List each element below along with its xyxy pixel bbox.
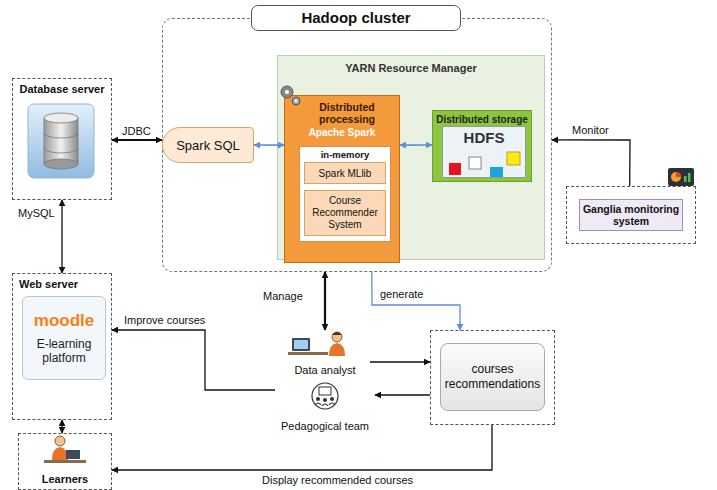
connector-arrow bbox=[370, 361, 430, 362]
edge-label: Display recommended courses bbox=[262, 474, 413, 486]
edge-label: JDBC bbox=[122, 125, 151, 137]
module-box: Course Recommender System bbox=[304, 190, 386, 236]
edge-label: Manage bbox=[263, 290, 303, 302]
output-boundary: courses recommendations bbox=[430, 330, 555, 425]
connector-arrow bbox=[61, 200, 62, 273]
learner-icon bbox=[44, 436, 86, 463]
node-text: Distributed processing bbox=[285, 96, 399, 125]
connector-arrow bbox=[552, 140, 630, 186]
monitor-icon bbox=[668, 168, 694, 186]
edge-label: Monitor bbox=[572, 124, 609, 136]
node-text: Distributed storage bbox=[433, 111, 531, 125]
actor-box: Data analyst bbox=[280, 330, 370, 376]
node-text: Apache Spark bbox=[285, 125, 399, 139]
connector-arrow bbox=[324, 272, 326, 330]
connector-arrow bbox=[375, 394, 430, 395]
platform-box: moodleE-learning platform bbox=[22, 296, 106, 380]
edge-label: Improve courses bbox=[124, 314, 205, 326]
edge-label: MySQL bbox=[18, 207, 55, 219]
connector-arrow bbox=[112, 330, 275, 390]
connector-arrow bbox=[372, 272, 460, 330]
connector-arrow bbox=[61, 420, 62, 433]
node-text: HDFS bbox=[443, 127, 525, 146]
node-text: in-memory bbox=[300, 147, 390, 160]
node-text: Spark MLlib bbox=[305, 168, 385, 179]
server-boundary: Database server bbox=[12, 78, 112, 200]
database-icon bbox=[28, 104, 94, 178]
node-text: Learners bbox=[19, 473, 111, 489]
connector-arrow bbox=[112, 139, 162, 141]
node-text: YARN Resource Manager bbox=[278, 56, 544, 74]
module-box: Spark MLlib bbox=[304, 162, 386, 184]
resource-manager-box: YARN Resource ManagerDistributed process… bbox=[277, 55, 545, 260]
node-text: Data analyst bbox=[280, 364, 370, 376]
hdfs-box: HDFS bbox=[442, 126, 526, 178]
node-text: Spark SQL bbox=[163, 138, 253, 153]
node-text: courses recommendations bbox=[440, 343, 545, 411]
node-text: Ganglia monitoring system bbox=[579, 199, 683, 231]
storage-box: Distributed storageHDFS bbox=[432, 110, 532, 182]
monitoring-boundary: Ganglia monitoring system bbox=[566, 186, 696, 244]
query-engine-box: Spark SQL bbox=[162, 127, 254, 163]
analyst-icon bbox=[288, 332, 345, 356]
team-icon bbox=[312, 383, 338, 409]
server-boundary: Web server moodleE-learning platform bbox=[12, 273, 112, 420]
node-text: Database server bbox=[13, 79, 111, 95]
node-text: Pedagogical team bbox=[275, 420, 375, 432]
edge-label: generate bbox=[380, 288, 423, 300]
node-text: Hadoop cluster bbox=[251, 5, 461, 31]
actor-boundary: Learners bbox=[18, 433, 112, 490]
node-text: Course Recommender System bbox=[305, 195, 385, 231]
actor-box: Pedagogical team bbox=[275, 380, 375, 432]
node-text: moodle bbox=[23, 311, 105, 337]
processing-box: Distributed processingApache Spark in-mem… bbox=[284, 95, 400, 263]
node-text: Web server bbox=[13, 274, 111, 290]
node-text: E-learning platform bbox=[23, 337, 105, 365]
memory-box: in-memorySpark MLlibCourse Recommender S… bbox=[299, 146, 391, 242]
